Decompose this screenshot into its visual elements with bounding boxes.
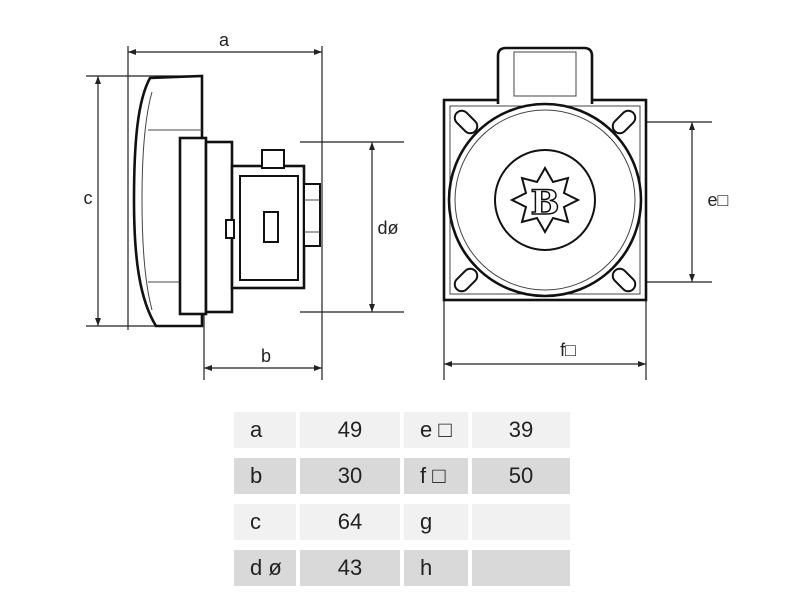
dim-label-e: e□ [708, 190, 729, 210]
value-cell: 64 [300, 504, 400, 540]
dim-label-b: b [261, 346, 271, 366]
dim-label-f: f□ [560, 340, 576, 360]
table-row: d ø 43 h [234, 550, 570, 586]
value-cell: 49 [300, 412, 400, 448]
value-cell: 30 [300, 458, 400, 494]
value-cell: 50 [472, 458, 570, 494]
param-cell: d ø [234, 550, 296, 586]
param-cell: f □ [404, 458, 468, 494]
param-cell: b [234, 458, 296, 494]
param-cell: c [234, 504, 296, 540]
svg-text:B: B [531, 183, 560, 223]
dim-label-d: dø [377, 218, 398, 238]
param-cell: a [234, 412, 296, 448]
table-row: c 64 g [234, 504, 570, 540]
front-view: e□ f□ B [442, 46, 729, 380]
value-cell [472, 550, 570, 586]
param-cell: g [404, 504, 468, 540]
technical-drawing: a c b dø [84, 30, 729, 380]
value-cell: 43 [300, 550, 400, 586]
dimensions-table: a 49 e □ 39 b 30 f □ 50 c 64 g d ø 43 h [234, 412, 570, 592]
dim-label-a: a [219, 30, 230, 50]
value-cell: 39 [472, 412, 570, 448]
param-cell: h [404, 550, 468, 586]
side-view: a c b dø [84, 30, 404, 380]
table-row: a 49 e □ 39 [234, 412, 570, 448]
value-cell [472, 504, 570, 540]
dim-label-c: c [84, 188, 93, 208]
param-cell: e □ [404, 412, 468, 448]
table-row: b 30 f □ 50 [234, 458, 570, 494]
